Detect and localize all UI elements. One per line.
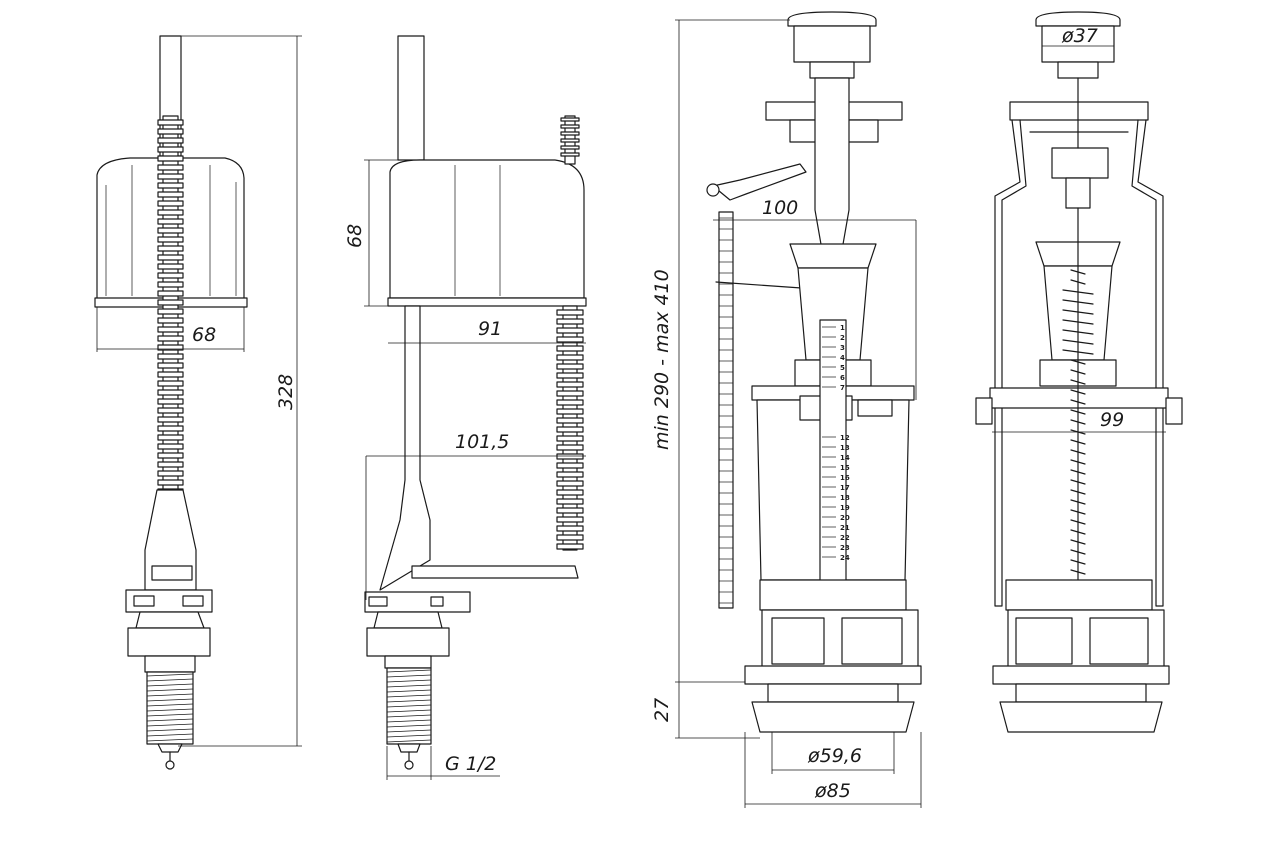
outer-diameter-label: ø85 xyxy=(814,780,851,802)
side-ratchet xyxy=(556,305,584,551)
top-ratchet xyxy=(560,115,580,165)
base-height-label: 27 xyxy=(651,698,673,722)
scale-mark: 12 xyxy=(840,434,850,442)
side-ladder xyxy=(719,217,733,604)
scale-mark: 14 xyxy=(840,454,850,462)
scale-mark: 24 xyxy=(840,554,850,562)
scale-mark: 23 xyxy=(840,544,850,552)
total-height-label: 328 xyxy=(275,374,297,410)
fill-valve-side-view: 68 91 101,5 G 1/2 xyxy=(344,35,587,780)
body-width-label: 99 xyxy=(1100,409,1124,431)
scale-mark: 4 xyxy=(840,354,845,362)
scale-mark: 20 xyxy=(840,514,850,522)
arm-101-label: 101,5 xyxy=(455,431,509,453)
float-width-label: 68 xyxy=(192,324,216,346)
lever-length-label: 100 xyxy=(762,197,798,219)
ratchet-stem xyxy=(157,115,184,497)
scale-mark: 17 xyxy=(840,484,850,492)
scale-mark: 7 xyxy=(840,384,845,392)
scale-mark: 2 xyxy=(840,334,845,342)
scale-mark: 13 xyxy=(840,444,850,452)
inner-diameter-label: ø59,6 xyxy=(807,745,862,767)
scale-mark: 18 xyxy=(840,494,850,502)
thread-size-label: G 1/2 xyxy=(445,753,496,775)
scale-mark: 1 xyxy=(840,324,845,332)
scale-mark: 15 xyxy=(840,464,850,472)
scale-mark: 6 xyxy=(840,374,845,382)
height-range-label: min 290 - max 410 xyxy=(651,269,673,450)
fill-valve-front-view: 68 328 xyxy=(94,35,302,770)
arm-91-label: 91 xyxy=(478,318,502,340)
scale-mark: 3 xyxy=(840,344,845,352)
float-height-label: 68 xyxy=(344,224,366,248)
scale-mark: 5 xyxy=(840,364,845,372)
scale-mark: 21 xyxy=(840,524,850,532)
flush-valve-front-view: ø37 99 xyxy=(975,11,1183,733)
button-diameter-label: ø37 xyxy=(1061,25,1098,47)
scale-mark: 22 xyxy=(840,534,850,542)
scale-mark: 19 xyxy=(840,504,850,512)
scale-mark: 16 xyxy=(840,474,850,482)
